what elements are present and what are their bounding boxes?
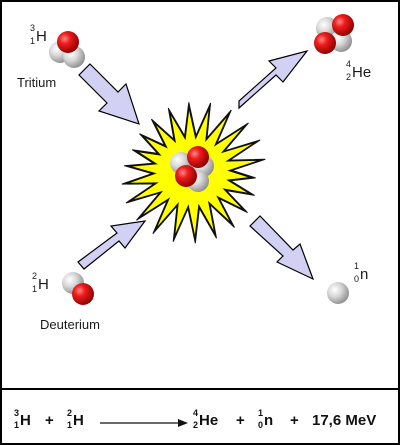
atomic-number: 0 xyxy=(354,274,360,284)
atomic-number: 1 xyxy=(14,420,20,430)
element-symbol: H xyxy=(36,28,47,45)
proton-particle xyxy=(175,165,197,187)
mass-number: 2 xyxy=(67,408,73,418)
atomic-number: 1 xyxy=(67,420,73,430)
mass-number: 3 xyxy=(14,408,20,418)
helium-nucleus xyxy=(314,14,354,54)
arrow-neutron-out xyxy=(249,215,315,281)
element-symbol: He xyxy=(352,64,372,81)
equation-plus: + xyxy=(290,412,299,429)
arrow-tritium-in xyxy=(78,63,140,125)
reaction-arrow-icon xyxy=(100,419,188,427)
atomic-number: 2 xyxy=(346,72,352,82)
proton-particle xyxy=(187,146,209,168)
proton-particle xyxy=(57,31,79,53)
atomic-number: 1 xyxy=(32,284,38,294)
element-symbol: H xyxy=(38,276,49,293)
mass-number: 4 xyxy=(193,408,199,418)
arrow-deuterium-in xyxy=(77,220,147,270)
proton-particle xyxy=(332,14,354,36)
equation-reactant-tritium: 3 1 H xyxy=(14,405,38,435)
equation-reactant-deuterium: 2 1 H xyxy=(67,405,91,435)
atomic-number: 0 xyxy=(258,420,264,430)
tritium-isotope-symbol: 3 1 H xyxy=(30,24,52,48)
element-symbol: n xyxy=(360,266,369,283)
neutron-symbol: 1 0 n xyxy=(354,262,376,286)
fusing-nucleus xyxy=(170,146,214,192)
equation-plus: + xyxy=(236,412,245,429)
tritium-nucleus xyxy=(49,31,85,68)
equation-product-neutron: 1 0 n xyxy=(258,405,282,435)
neutron-particle xyxy=(330,30,352,52)
deuterium-label: Deuterium xyxy=(40,317,100,332)
equation-plus: + xyxy=(45,412,54,429)
atomic-number: 1 xyxy=(30,36,36,46)
deuterium-nucleus xyxy=(62,272,94,305)
element-symbol: n xyxy=(264,412,274,429)
equation-product-helium: 4 2 He xyxy=(193,405,227,435)
mass-number: 1 xyxy=(258,408,264,418)
element-symbol: H xyxy=(20,412,31,429)
mass-number: 2 xyxy=(32,271,38,281)
element-symbol: He xyxy=(199,412,219,429)
equation-energy: 17,6 MeV xyxy=(312,412,377,429)
atomic-number: 2 xyxy=(193,420,199,430)
element-symbol: H xyxy=(73,412,84,429)
tritium-label: Tritium xyxy=(17,75,57,90)
free-neutron xyxy=(327,282,349,304)
mass-number: 3 xyxy=(30,23,36,33)
helium-isotope-symbol: 4 2 He xyxy=(346,60,380,84)
proton-particle xyxy=(72,283,94,305)
mass-number: 4 xyxy=(346,59,352,69)
deuterium-isotope-symbol: 2 1 H xyxy=(32,272,54,296)
arrow-helium-out xyxy=(238,49,309,110)
proton-particle xyxy=(314,32,336,54)
mass-number: 1 xyxy=(354,261,360,271)
